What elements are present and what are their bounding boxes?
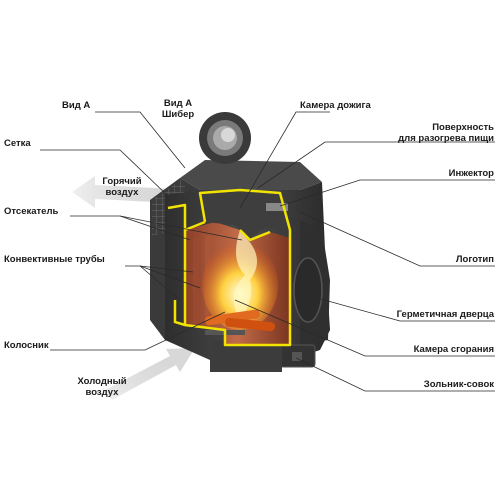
label-mesh: Сетка — [4, 138, 31, 149]
label-cold-air: Холодный воздух — [70, 376, 134, 398]
label-logo: Логотип — [455, 254, 494, 265]
label-view-a: Вид А — [62, 100, 91, 111]
label-hot-air: Горячий воздух — [92, 176, 152, 198]
label-afterburn-chamber: Камера дожига — [300, 100, 371, 111]
label-view-a-damper-line2: Шибер — [161, 109, 195, 120]
view-a-circle — [199, 112, 251, 164]
label-cold-air-line1: Холодный — [77, 376, 127, 387]
label-cooking-surface-line2: для разогрева пищи — [398, 133, 494, 144]
cold-air-arrow — [105, 348, 195, 400]
label-combustion-chamber: Камера сгорания — [413, 344, 494, 355]
label-hot-air-line2: воздух — [105, 187, 139, 198]
label-grate: Колосник — [4, 340, 49, 351]
label-view-a-damper: Вид А Шибер — [150, 98, 206, 120]
label-convective-tubes: Конвективные трубы — [4, 254, 105, 265]
label-ash-pan: Зольник-совок — [423, 379, 494, 390]
label-injector: Инжектор — [448, 168, 494, 179]
label-cooking-surface-line1: Поверхность — [432, 122, 494, 133]
label-cutoff: Отсекатель — [4, 206, 59, 217]
leader-lines — [40, 111, 495, 392]
inner-chamber — [185, 190, 290, 345]
label-cold-air-line2: воздух — [85, 387, 119, 398]
label-cooking-surface: Поверхность для разогрева пищи — [360, 122, 494, 144]
label-view-a-damper-line1: Вид А — [163, 98, 193, 109]
label-hot-air-line1: Горячий — [102, 176, 142, 187]
cutaway-outline — [167, 188, 292, 347]
label-sealed-door: Герметичная дверца — [396, 309, 494, 320]
